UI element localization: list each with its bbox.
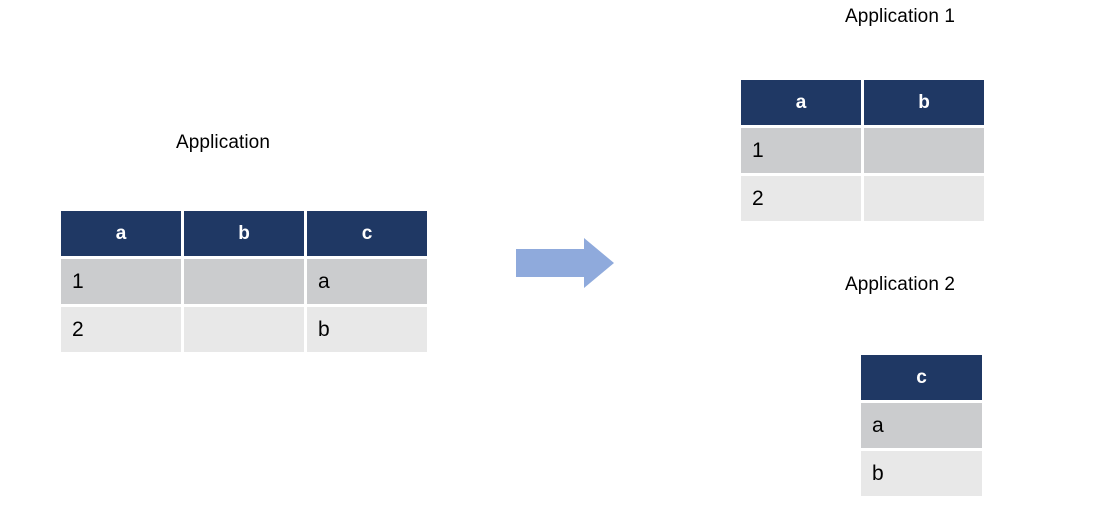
table-row: b xyxy=(861,451,982,496)
table-row: 1 a xyxy=(61,259,427,307)
cell-b xyxy=(864,128,984,176)
target-2-table-head: c xyxy=(861,355,982,403)
arrow-right-icon xyxy=(516,238,614,288)
source-table: a b c 1 a 2 b xyxy=(61,211,427,352)
cell-b xyxy=(184,259,307,307)
table-header-row: a b c xyxy=(61,211,427,259)
column-header-c: c xyxy=(861,355,982,403)
cell-c: a xyxy=(861,403,982,451)
cell-c: b xyxy=(307,307,427,352)
target-1-table-body: 1 2 xyxy=(741,128,984,221)
table-row: 2 b xyxy=(61,307,427,352)
cell-c: b xyxy=(861,451,982,496)
cell-b xyxy=(184,307,307,352)
cell-a: 2 xyxy=(61,307,184,352)
cell-a: 2 xyxy=(741,176,864,221)
target-1-table-head: a b xyxy=(741,80,984,128)
cell-a: 1 xyxy=(741,128,864,176)
target-2-table: c a b xyxy=(861,355,982,496)
cell-b xyxy=(864,176,984,221)
source-table-body: 1 a 2 b xyxy=(61,259,427,352)
target-1-table: a b 1 2 xyxy=(741,80,984,221)
source-table-head: a b c xyxy=(61,211,427,259)
target-2-table-title: Application 2 xyxy=(844,274,956,295)
table-header-row: a b xyxy=(741,80,984,128)
column-header-c: c xyxy=(307,211,427,259)
target-1-table-title: Application 1 xyxy=(844,6,956,27)
target-2-table-body: a b xyxy=(861,403,982,496)
column-header-a: a xyxy=(61,211,184,259)
column-header-a: a xyxy=(741,80,864,128)
column-header-b: b xyxy=(184,211,307,259)
column-header-b: b xyxy=(864,80,984,128)
source-table-title: Application xyxy=(175,132,271,153)
cell-a: 1 xyxy=(61,259,184,307)
table-row: 2 xyxy=(741,176,984,221)
table-row: a xyxy=(861,403,982,451)
table-header-row: c xyxy=(861,355,982,403)
cell-c: a xyxy=(307,259,427,307)
table-row: 1 xyxy=(741,128,984,176)
